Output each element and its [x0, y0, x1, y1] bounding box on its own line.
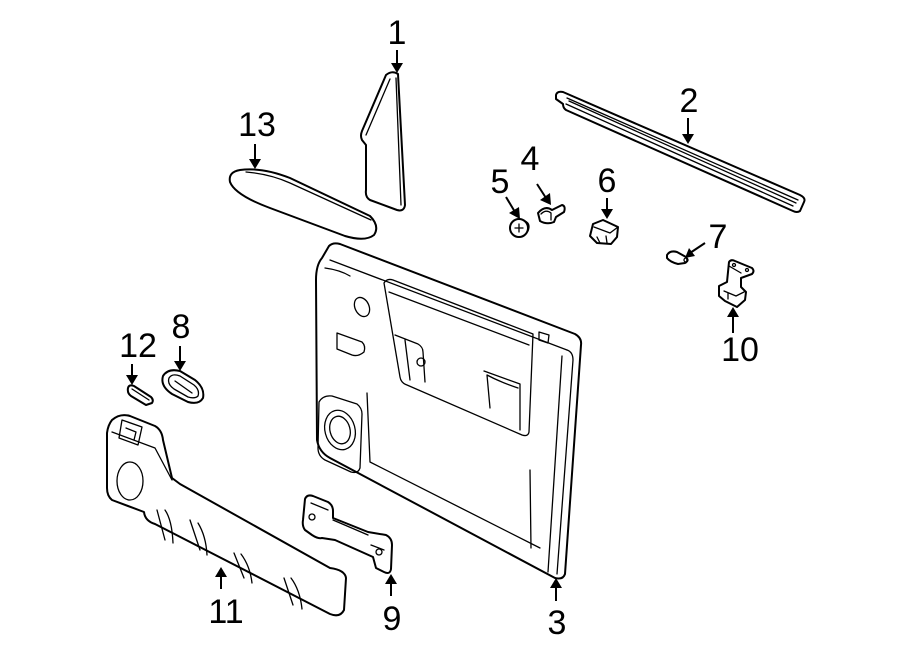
callout-label-7: 7	[709, 218, 728, 256]
arrowhead-9	[385, 574, 397, 584]
callout-label-3: 3	[548, 604, 567, 642]
callout-label-8: 8	[172, 308, 191, 346]
callout-label-5: 5	[491, 163, 510, 201]
callout-label-11: 11	[208, 593, 243, 631]
callout-label-12: 12	[119, 327, 157, 365]
callout-7: 7	[685, 218, 727, 258]
callout-label-13: 13	[238, 106, 276, 144]
callout-label-1: 1	[388, 14, 407, 52]
leader-line-7	[689, 242, 706, 254]
callout-label-4: 4	[521, 140, 540, 178]
arrowhead-10	[727, 307, 739, 317]
callout-6: 6	[598, 162, 617, 219]
arrowhead-5	[509, 207, 520, 219]
arrowhead-4	[540, 193, 551, 205]
part-7-small-clip[interactable]	[666, 250, 689, 265]
arrowhead-7	[685, 248, 695, 258]
part-5-screw[interactable]	[509, 218, 530, 238]
callout-9: 9	[383, 574, 402, 638]
callout-10: 10	[721, 307, 759, 369]
arrowhead-6	[601, 209, 613, 219]
callout-3: 3	[548, 578, 567, 642]
arrowhead-8	[174, 361, 186, 371]
callout-13: 13	[238, 106, 276, 169]
callout-label-2: 2	[680, 82, 699, 120]
callout-8: 8	[172, 308, 191, 371]
leader-line-5	[505, 196, 516, 213]
part-9-pull-handle[interactable]	[301, 494, 393, 574]
callout-label-9: 9	[383, 600, 402, 638]
part-3-door-panel[interactable]	[315, 242, 583, 580]
callout-2: 2	[680, 82, 699, 144]
callout-1: 1	[388, 14, 407, 73]
part-8-handle-bezel[interactable]	[161, 369, 205, 404]
leader-line-4	[536, 183, 547, 199]
part-6-retainer-nut[interactable]	[589, 219, 619, 245]
arrowhead-12	[126, 375, 138, 385]
callout-12: 12	[119, 327, 157, 385]
callout-11: 11	[208, 567, 244, 631]
part-2-weatherstrip[interactable]	[555, 90, 806, 213]
part-10-bracket[interactable]	[718, 259, 755, 308]
part-13-armrest-pad[interactable]	[228, 168, 378, 240]
part-4-clip[interactable]	[537, 204, 566, 225]
arrowhead-2	[682, 134, 694, 144]
callout-label-6: 6	[598, 162, 617, 200]
arrowhead-1	[391, 63, 403, 73]
arrowhead-13	[249, 159, 261, 169]
part-1-corner-trim[interactable]	[360, 71, 406, 212]
callout-4: 4	[521, 140, 551, 205]
arrowhead-3	[550, 578, 562, 588]
arrowhead-11	[215, 567, 227, 577]
part-12-switch-plug[interactable]	[126, 384, 154, 406]
callout-label-10: 10	[721, 331, 759, 369]
part-11-armrest[interactable]	[106, 414, 347, 617]
callout-5: 5	[491, 163, 520, 219]
